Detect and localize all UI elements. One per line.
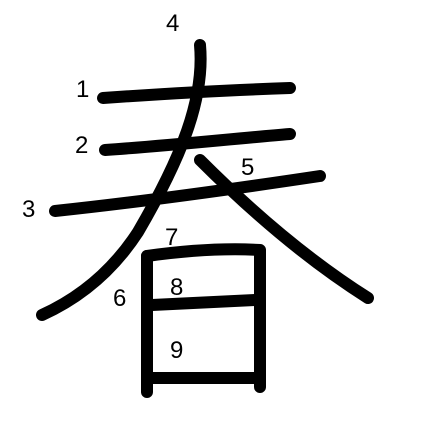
stroke-number-3: 3 bbox=[22, 196, 35, 223]
stroke-number-5: 5 bbox=[241, 154, 254, 181]
stroke-5 bbox=[194, 154, 374, 304]
stroke-number-9: 9 bbox=[170, 337, 183, 364]
stroke-number-4: 4 bbox=[166, 10, 179, 37]
stroke-4 bbox=[36, 39, 207, 321]
stroke-7 bbox=[141, 243, 266, 393]
stroke-2 bbox=[99, 128, 296, 156]
stroke-3 bbox=[49, 170, 326, 217]
stroke-number-1: 1 bbox=[76, 76, 89, 103]
stroke-number-8: 8 bbox=[170, 274, 183, 301]
stroke-8 bbox=[146, 294, 261, 311]
stroke-number-7: 7 bbox=[165, 224, 178, 251]
stroke-number-6: 6 bbox=[113, 285, 126, 312]
stroke-number-2: 2 bbox=[75, 132, 88, 159]
